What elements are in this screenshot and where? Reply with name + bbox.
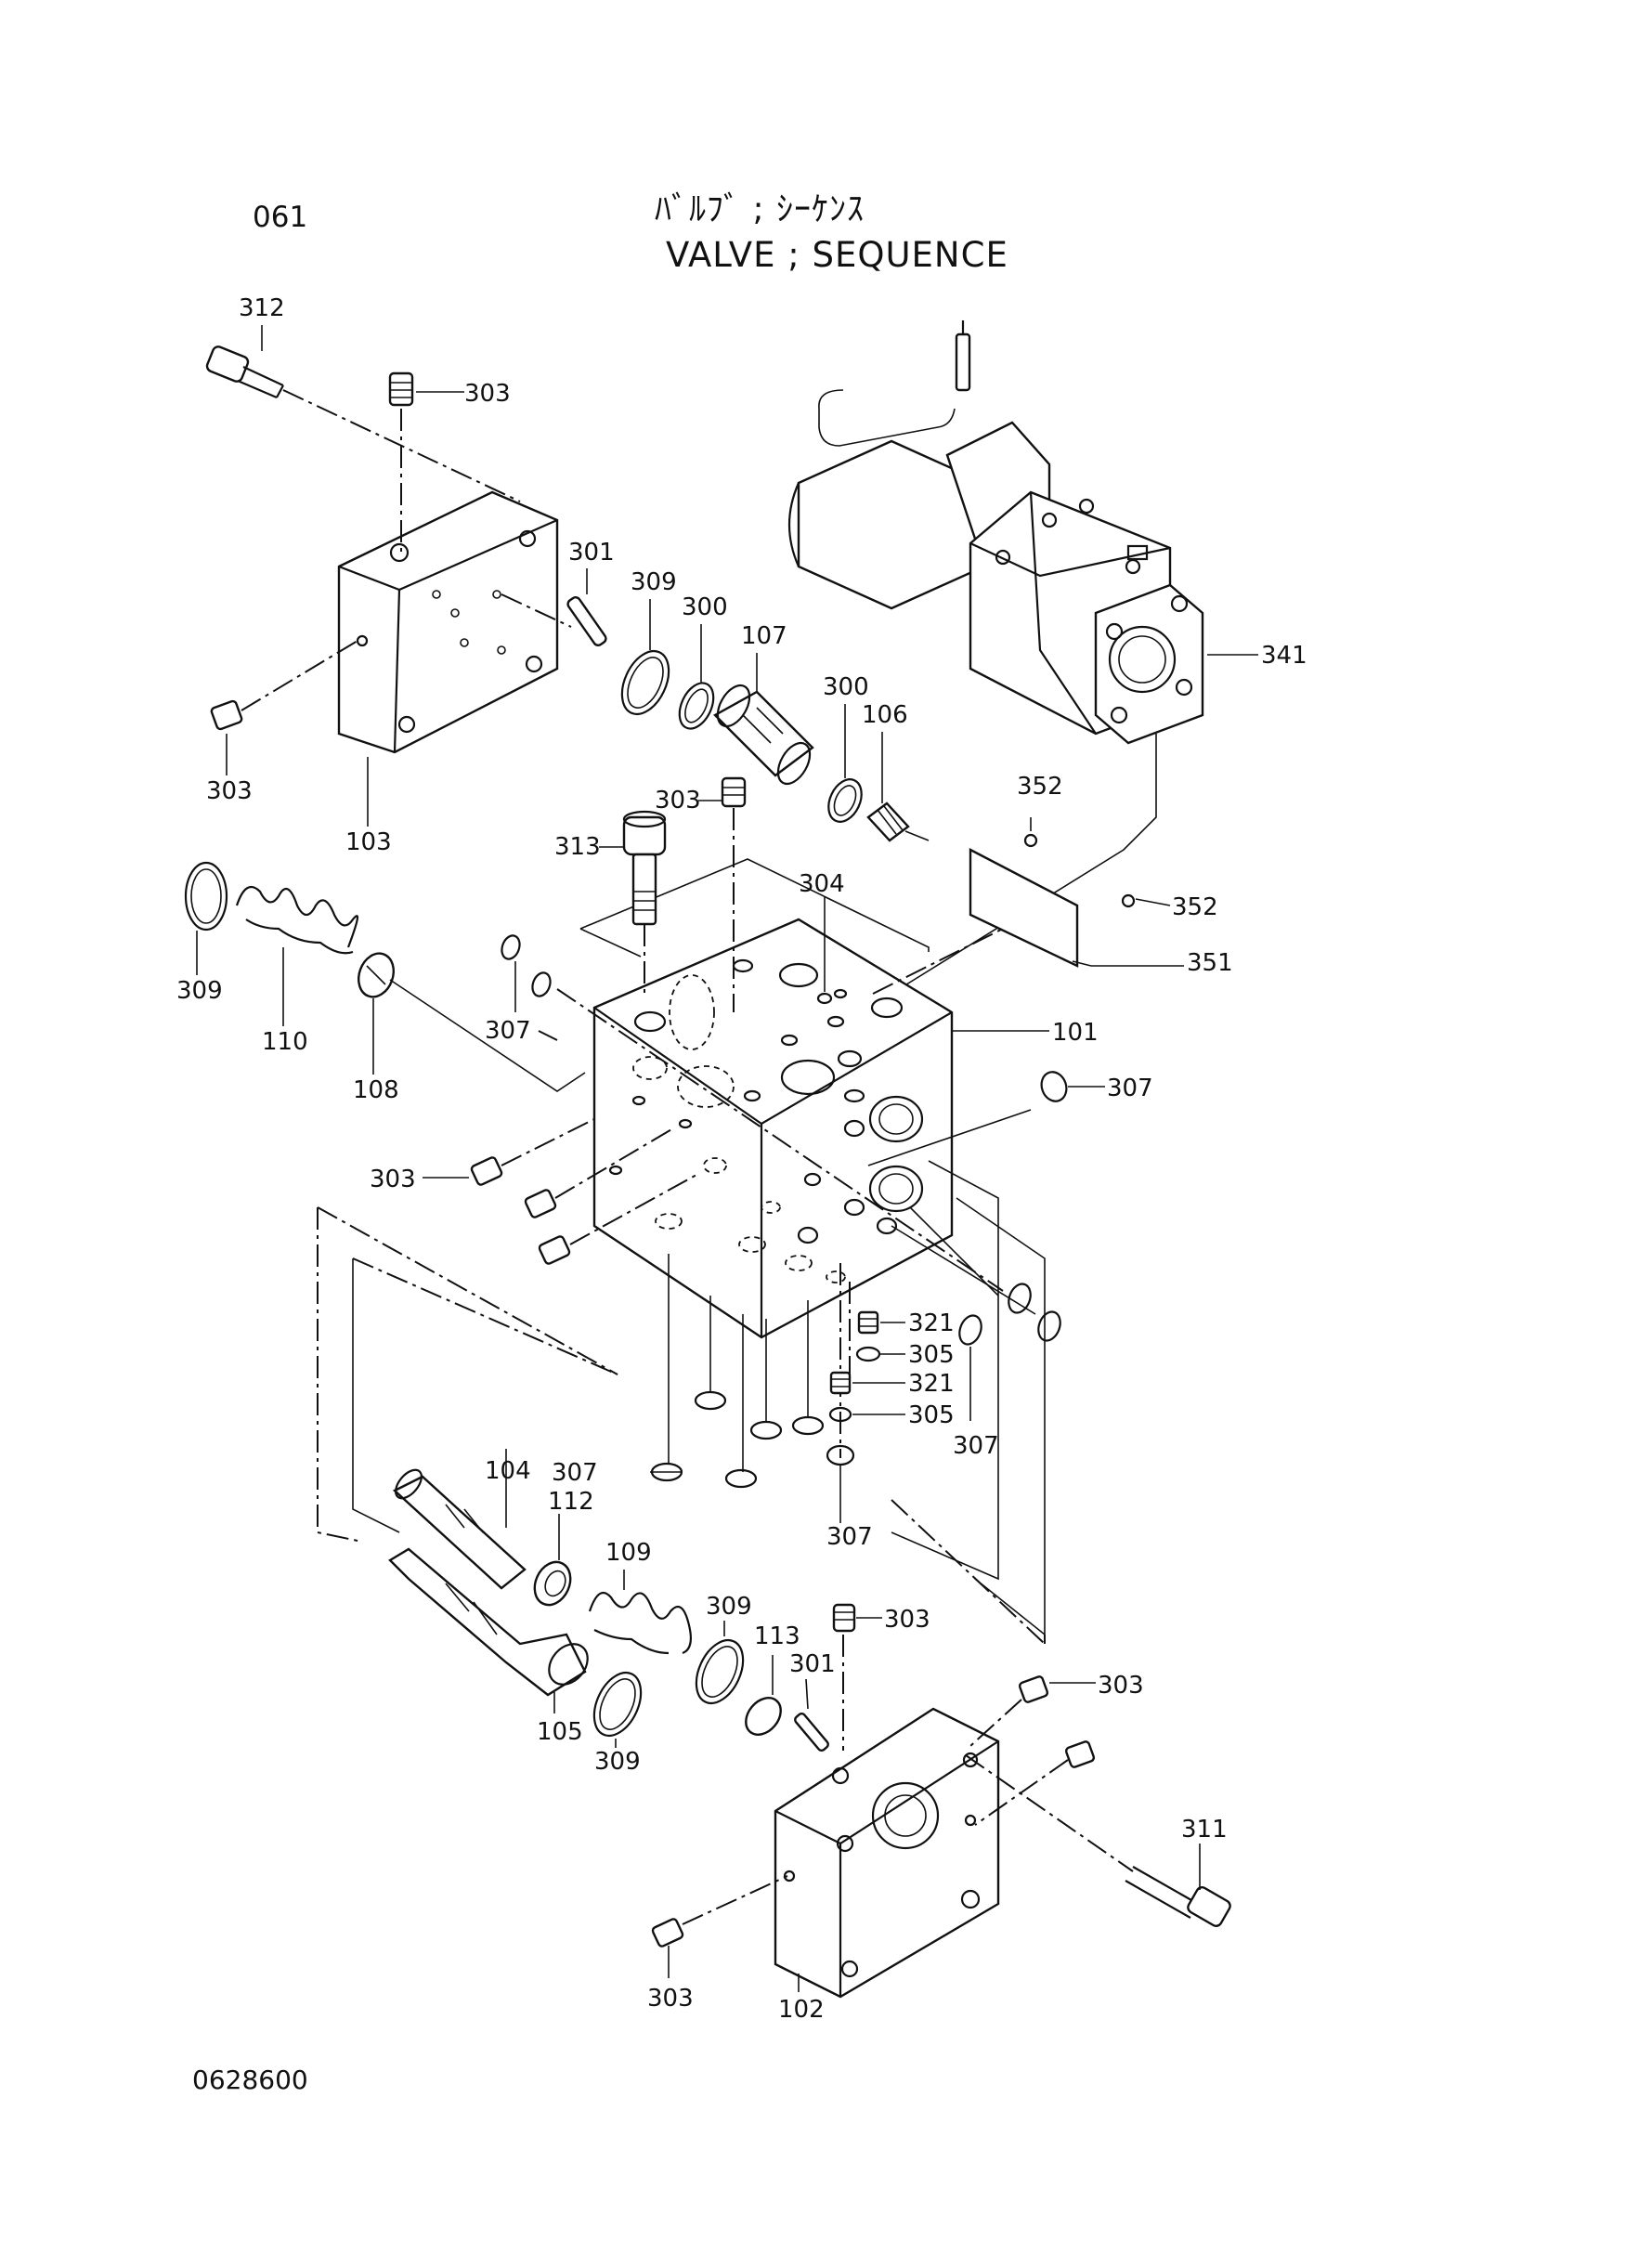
label-307-b: 307 xyxy=(1107,1075,1153,1102)
title-japanese: ﾊﾞﾙﾌﾞ ; ｼｰｹﾝｽ xyxy=(655,190,865,228)
label-307-d: 307 xyxy=(552,1459,598,1487)
plug-303-top xyxy=(388,371,464,557)
o-ring-309-left xyxy=(184,861,228,932)
plate-351 xyxy=(969,848,1092,968)
label-107: 107 xyxy=(741,622,787,650)
label-102: 102 xyxy=(778,1996,825,2024)
label-300-b: 300 xyxy=(823,673,869,701)
label-303-g: 303 xyxy=(647,1985,694,2013)
drawing-number: 0628600 xyxy=(192,2065,308,2095)
cap-112 xyxy=(533,1514,572,1607)
label-352-a: 352 xyxy=(1017,773,1063,801)
label-352-b: 352 xyxy=(1172,893,1218,921)
label-300-a: 300 xyxy=(682,593,728,621)
label-303-d: 303 xyxy=(370,1166,416,1193)
label-303-c: 303 xyxy=(655,787,701,814)
label-309-b: 309 xyxy=(176,977,223,1005)
plug-303-left xyxy=(210,640,358,731)
label-303-e: 303 xyxy=(884,1606,930,1634)
piston-107 xyxy=(713,684,814,786)
label-305-a: 305 xyxy=(908,1341,955,1369)
pin-301-lower xyxy=(794,1678,829,1752)
label-301-b: 301 xyxy=(789,1650,836,1678)
bottom-seals xyxy=(650,1254,1061,1500)
spool-104 xyxy=(392,1449,527,1590)
label-307-a: 307 xyxy=(485,1017,531,1045)
label-304: 304 xyxy=(799,870,845,898)
label-113: 113 xyxy=(754,1622,800,1650)
plugs-303-right-lower xyxy=(969,1675,1096,1826)
o-ring-309-lower-a xyxy=(592,1671,643,1738)
bolt-312 xyxy=(205,345,521,502)
label-313: 313 xyxy=(554,833,601,861)
label-110: 110 xyxy=(262,1028,308,1056)
label-309-d: 309 xyxy=(594,1748,641,1776)
pin-301-top xyxy=(501,593,607,647)
label-301-a: 301 xyxy=(568,539,615,567)
label-303-b: 303 xyxy=(206,777,253,805)
label-103: 103 xyxy=(345,828,392,856)
label-321-b: 321 xyxy=(908,1370,955,1398)
ring-300-b xyxy=(827,778,863,823)
label-303-a: 303 xyxy=(464,380,511,408)
o-rings-307-top xyxy=(501,934,552,997)
center-lines-body xyxy=(538,808,1046,1636)
valve-body-101 xyxy=(592,918,1049,1339)
plate-113 xyxy=(745,1655,782,1736)
bolt-311 xyxy=(965,1754,1231,1927)
plug-108 xyxy=(357,952,586,1092)
o-ring-309-top xyxy=(620,649,670,716)
part-labels: 312 303 301 309 300 107 300 106 341 303 … xyxy=(176,294,1307,2024)
label-307-c: 307 xyxy=(953,1432,999,1460)
o-ring-309-lower-b xyxy=(695,1621,745,1705)
plug-303-bottom-left xyxy=(651,1875,788,1978)
label-108: 108 xyxy=(353,1076,399,1104)
label-303-f: 303 xyxy=(1098,1672,1144,1700)
label-321-a: 321 xyxy=(908,1309,955,1337)
ring-300-a xyxy=(678,682,715,730)
label-104: 104 xyxy=(485,1457,531,1485)
label-105: 105 xyxy=(537,1718,583,1746)
cover-103 xyxy=(337,490,559,754)
title-english: VALVE ; SEQUENCE xyxy=(666,235,1008,275)
label-106: 106 xyxy=(862,701,908,729)
plugs-303-left xyxy=(423,1118,697,1265)
section-code: 061 xyxy=(253,201,308,234)
spring-110 xyxy=(235,885,359,955)
orifice-106 xyxy=(866,801,930,842)
o-ring-307-right xyxy=(1040,1071,1105,1102)
solenoid-valve-341 xyxy=(787,320,1258,995)
assembly-guide-lines xyxy=(317,1206,1046,1645)
label-312: 312 xyxy=(239,294,285,322)
screw-352-a xyxy=(1023,817,1038,848)
plug-304 xyxy=(816,896,833,1005)
label-101: 101 xyxy=(1052,1019,1099,1047)
plug-303-center xyxy=(721,776,747,808)
plug-303-lower-center xyxy=(832,1603,882,1751)
label-311: 311 xyxy=(1181,1816,1228,1844)
label-305-b: 305 xyxy=(908,1401,955,1429)
label-351: 351 xyxy=(1187,949,1233,977)
cover-102 xyxy=(774,1707,1000,1999)
gasket-outline xyxy=(579,858,930,958)
screw-352-b xyxy=(1121,893,1171,908)
spool-105 xyxy=(388,1547,589,1713)
bolt-313 xyxy=(622,810,667,994)
spring-109 xyxy=(588,1570,692,1655)
label-309-a: 309 xyxy=(631,568,677,596)
label-307-e: 307 xyxy=(826,1523,873,1551)
label-341: 341 xyxy=(1261,642,1307,670)
label-109: 109 xyxy=(605,1539,652,1567)
label-309-c: 309 xyxy=(706,1593,752,1621)
label-112: 112 xyxy=(548,1488,594,1516)
